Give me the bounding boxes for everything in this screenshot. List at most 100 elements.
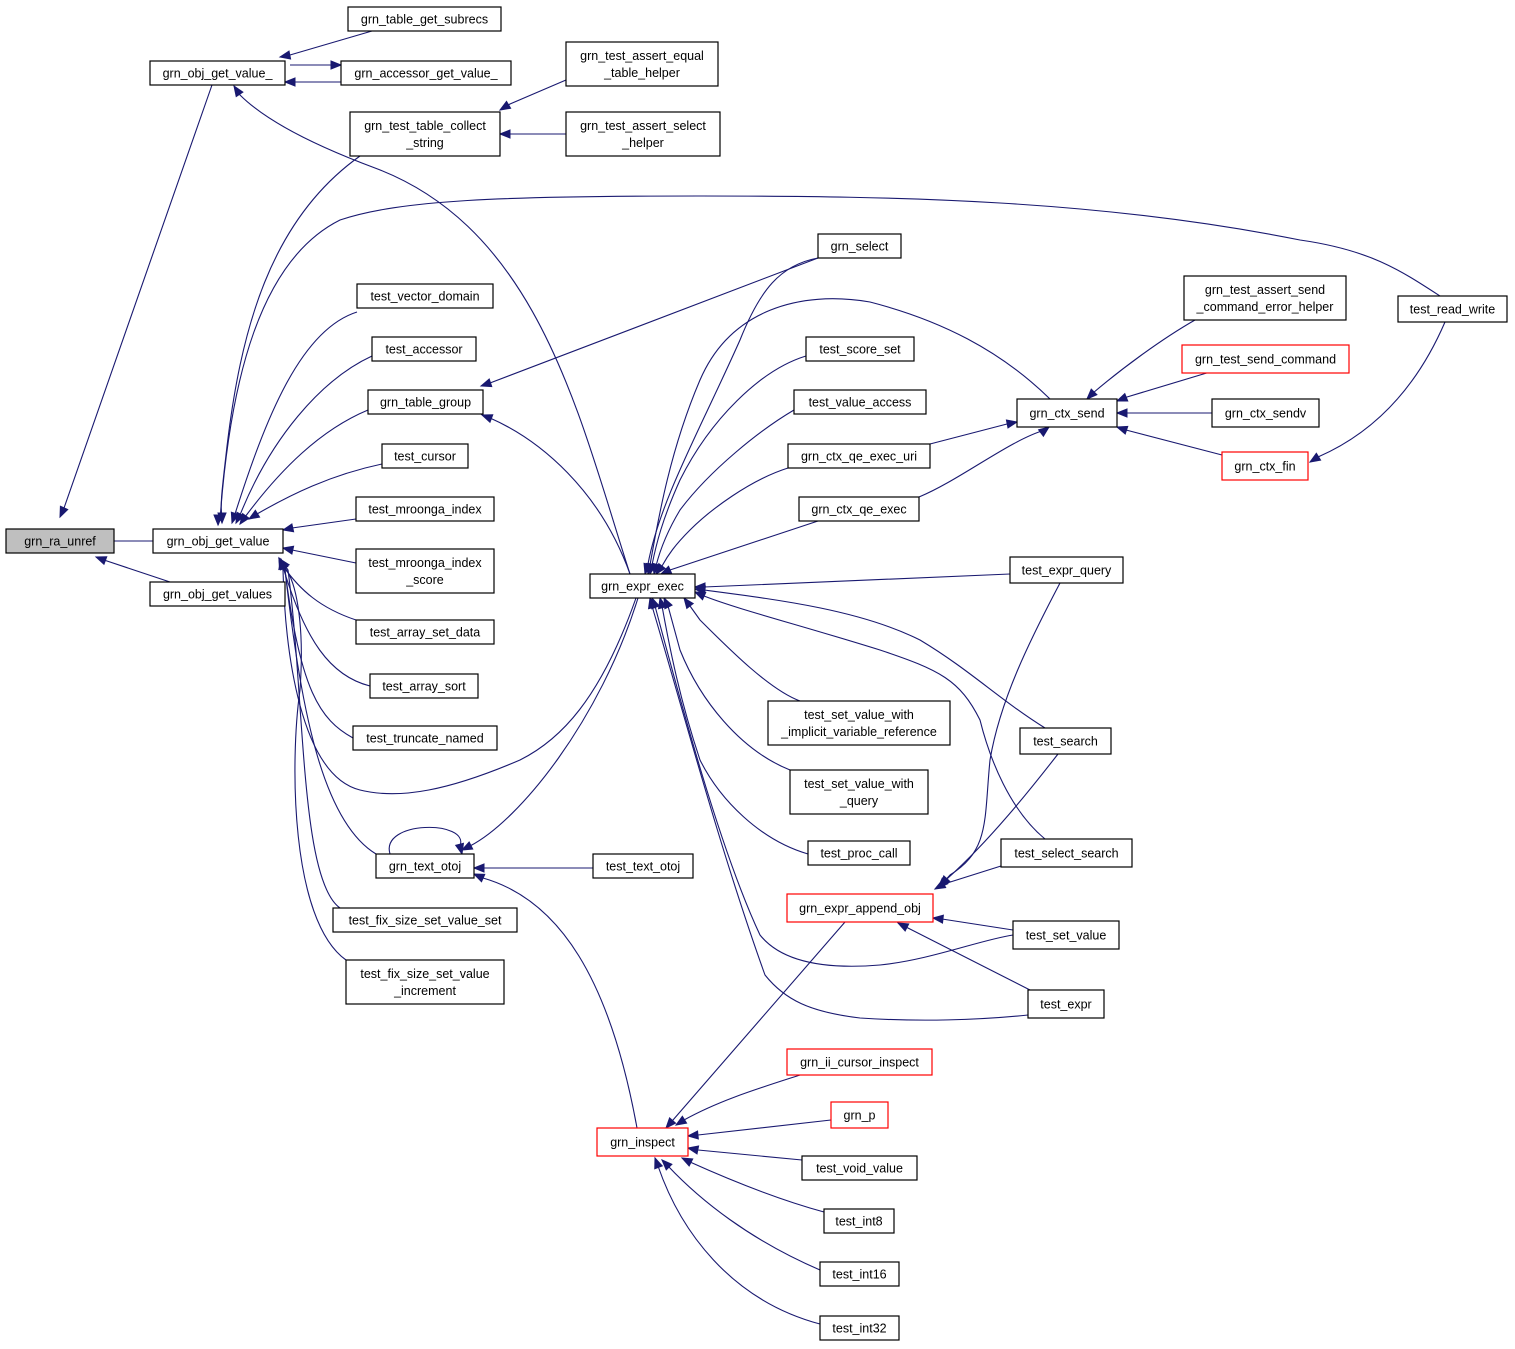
node-box[interactable] — [352, 725, 498, 751]
node-tmis[interactable]: test_mroonga_index_score — [355, 548, 495, 594]
node-ogvs[interactable]: grn_obj_get_values — [149, 581, 286, 607]
node-tas[interactable]: test_array_sort — [369, 673, 479, 699]
node-box[interactable] — [592, 853, 694, 879]
node-tsc[interactable]: grn_test_send_command — [1181, 344, 1350, 374]
node-ogv[interactable]: grn_obj_get_value — [152, 528, 284, 554]
node-texpr[interactable]: test_expr — [1027, 989, 1105, 1019]
node-box[interactable] — [798, 496, 920, 522]
node-box[interactable] — [1012, 920, 1120, 950]
node-box[interactable] — [1181, 344, 1350, 374]
node-csend[interactable]: grn_ctx_send — [1016, 398, 1118, 428]
node-tss[interactable]: test_score_set — [805, 336, 915, 362]
node-ogv_[interactable]: grn_obj_get_value_ — [149, 60, 286, 86]
node-box[interactable] — [1183, 275, 1347, 321]
node-box[interactable] — [793, 389, 927, 415]
node-box[interactable] — [349, 111, 501, 157]
node-box[interactable] — [805, 336, 915, 362]
node-box[interactable] — [369, 673, 479, 699]
node-taeth[interactable]: grn_test_assert_equal_table_helper — [565, 41, 719, 87]
node-box[interactable] — [596, 1127, 689, 1157]
node-box[interactable] — [381, 443, 469, 469]
node-box[interactable] — [355, 548, 495, 594]
node-tfssvi[interactable]: test_fix_size_set_value_increment — [345, 959, 505, 1005]
node-cfin[interactable]: grn_ctx_fin — [1221, 451, 1309, 481]
node-box[interactable] — [801, 1155, 918, 1181]
node-box[interactable] — [149, 581, 286, 607]
node-box[interactable] — [149, 60, 286, 86]
node-tfssv[interactable]: test_fix_size_set_value_set — [332, 907, 518, 933]
node-teq[interactable]: test_expr_query — [1009, 556, 1124, 584]
node-box[interactable] — [152, 528, 284, 554]
node-box[interactable] — [786, 1048, 933, 1076]
node-ti32[interactable]: test_int32 — [819, 1315, 900, 1341]
node-box[interactable] — [355, 496, 495, 522]
node-box[interactable] — [589, 573, 696, 599]
node-insp[interactable]: grn_inspect — [596, 1127, 689, 1157]
node-box[interactable] — [767, 700, 951, 746]
node-box[interactable] — [345, 959, 505, 1005]
node-box[interactable] — [1211, 398, 1320, 428]
node-box[interactable] — [371, 336, 477, 362]
node-tasd[interactable]: test_array_set_data — [355, 619, 495, 645]
node-ti16[interactable]: test_int16 — [819, 1261, 900, 1287]
node-tvd[interactable]: test_vector_domain — [356, 283, 494, 309]
node-ee[interactable]: grn_expr_exec — [589, 573, 696, 599]
node-tto[interactable]: grn_text_otoj — [375, 853, 475, 879]
node-box[interactable] — [830, 1101, 889, 1129]
node-tva[interactable]: test_value_access — [793, 389, 927, 415]
node-box[interactable] — [565, 41, 719, 87]
node-sel[interactable]: grn_select — [817, 233, 902, 259]
node-box[interactable] — [1019, 727, 1112, 755]
node-box[interactable] — [807, 840, 911, 866]
node-agv[interactable]: grn_accessor_get_value_ — [340, 60, 512, 86]
node-box[interactable] — [1221, 451, 1309, 481]
node-ttn[interactable]: test_truncate_named — [352, 725, 498, 751]
node-box[interactable] — [1016, 398, 1118, 428]
node-tsrch[interactable]: test_search — [1019, 727, 1112, 755]
node-tash[interactable]: grn_test_assert_select_helper — [565, 111, 721, 157]
node-tgrp[interactable]: grn_table_group — [367, 389, 484, 415]
node-box[interactable] — [1027, 989, 1105, 1019]
node-tcur[interactable]: test_cursor — [381, 443, 469, 469]
node-csendv[interactable]: grn_ctx_sendv — [1211, 398, 1320, 428]
node-box[interactable] — [340, 60, 512, 86]
node-box[interactable] — [1000, 838, 1133, 868]
node-tasc[interactable]: grn_test_assert_send_command_error_helpe… — [1183, 275, 1347, 321]
node-box[interactable] — [823, 1208, 895, 1234]
node-tssrch[interactable]: test_select_search — [1000, 838, 1133, 868]
node-box[interactable] — [347, 6, 502, 32]
node-tvv[interactable]: test_void_value — [801, 1155, 918, 1181]
node-box[interactable] — [786, 893, 934, 923]
node-cqeu[interactable]: grn_ctx_qe_exec_uri — [787, 443, 931, 469]
node-box[interactable] — [355, 619, 495, 645]
node-tgs[interactable]: grn_table_get_subrecs — [347, 6, 502, 32]
node-tsvwq[interactable]: test_set_value_with_query — [789, 769, 929, 815]
node-ra_unref[interactable]: grn_ra_unref — [5, 528, 115, 554]
node-icinsp[interactable]: grn_ii_cursor_inspect — [786, 1048, 933, 1076]
node-box[interactable] — [789, 769, 929, 815]
node-ttoj[interactable]: test_text_otoj — [592, 853, 694, 879]
node-box[interactable] — [1009, 556, 1124, 584]
node-box[interactable] — [817, 233, 902, 259]
node-box[interactable] — [787, 443, 931, 469]
node-box[interactable] — [375, 853, 475, 879]
node-tpc[interactable]: test_proc_call — [807, 840, 911, 866]
node-cqe[interactable]: grn_ctx_qe_exec — [798, 496, 920, 522]
node-eao[interactable]: grn_expr_append_obj — [786, 893, 934, 923]
node-ttcs[interactable]: grn_test_table_collect_string — [349, 111, 501, 157]
node-box[interactable] — [5, 528, 115, 554]
node-box[interactable] — [356, 283, 494, 309]
node-box[interactable] — [565, 111, 721, 157]
node-tsvivr[interactable]: test_set_value_with_implicit_variable_re… — [767, 700, 951, 746]
node-tacc[interactable]: test_accessor — [371, 336, 477, 362]
node-ti8[interactable]: test_int8 — [823, 1208, 895, 1234]
node-tmi[interactable]: test_mroonga_index — [355, 496, 495, 522]
node-box[interactable] — [819, 1315, 900, 1341]
node-tsv[interactable]: test_set_value — [1012, 920, 1120, 950]
node-box[interactable] — [1397, 295, 1508, 323]
node-trw[interactable]: test_read_write — [1397, 295, 1508, 323]
node-box[interactable] — [819, 1261, 900, 1287]
node-box[interactable] — [367, 389, 484, 415]
node-box[interactable] — [332, 907, 518, 933]
node-gp[interactable]: grn_p — [830, 1101, 889, 1129]
